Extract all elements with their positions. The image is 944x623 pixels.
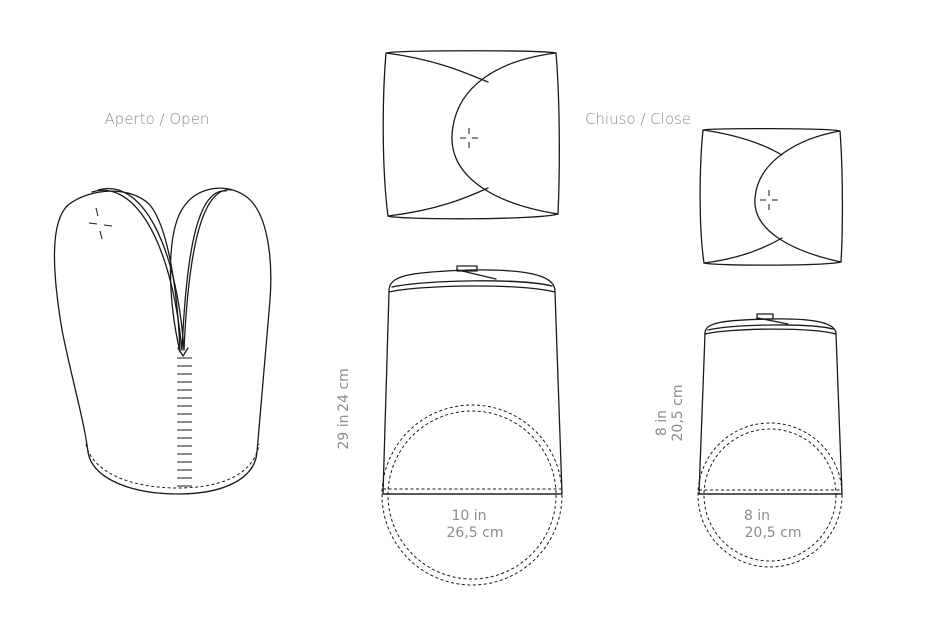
crosshair-icon [460, 128, 478, 148]
open-label: Aperto / Open [105, 110, 210, 128]
crosshair-icon [760, 190, 778, 210]
open-diameter-cm: 26,5 cm [447, 525, 504, 541]
open-diameter-inches: 10 in [451, 508, 486, 524]
open-bag-illustration [53, 187, 272, 495]
open-height-cm: 24 cm [336, 368, 352, 412]
crosshair-icon [88, 207, 113, 240]
open-top-view [382, 50, 560, 220]
stitch-marks [177, 357, 192, 487]
open-side-view: 29 in 24 cm 10 in 26,5 cm [336, 265, 563, 586]
closed-height-cm: 20,5 cm [670, 385, 686, 442]
closed-diameter-cm: 20,5 cm [745, 525, 802, 541]
closed-side-view: 8 in 20,5 cm 8 in 20,5 cm [654, 313, 843, 568]
closed-top-view [699, 127, 844, 266]
closed-diameter-inches: 8 in [744, 508, 770, 524]
open-height-inches: 29 in [336, 414, 352, 449]
closed-height-inches: 8 in [654, 410, 670, 436]
closed-label: Chiuso / Close [585, 110, 691, 128]
